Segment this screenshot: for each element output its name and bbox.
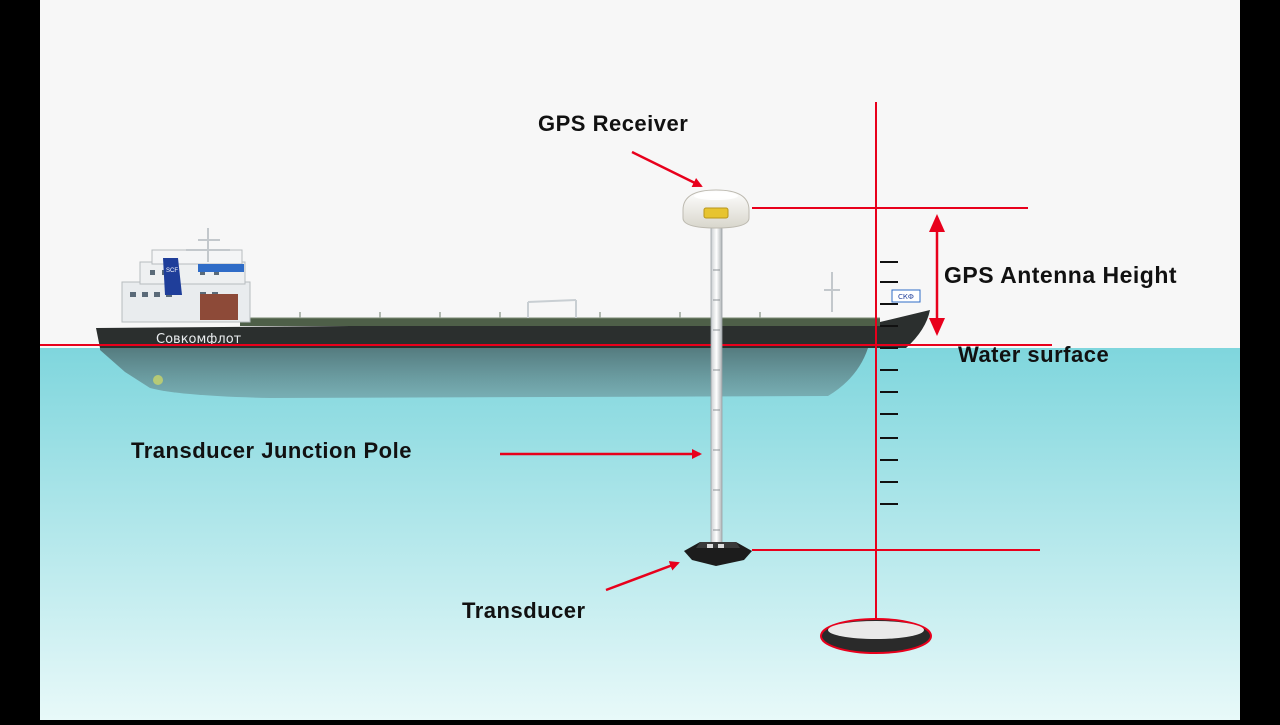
ship-deck xyxy=(240,318,880,326)
left-letterbox xyxy=(0,0,40,720)
transducer-pole xyxy=(710,223,723,553)
ship-hull-name: Совкомфлот xyxy=(156,332,242,347)
guide-lines xyxy=(752,102,1040,622)
antenna-height-arrow xyxy=(929,214,945,336)
water-body xyxy=(40,348,1240,720)
funnel-badge: SCF xyxy=(166,268,178,274)
label-gps-antenna-height: GPS Antenna Height xyxy=(944,262,1178,288)
label-transducer: Transducer xyxy=(462,598,586,623)
right-letterbox xyxy=(1240,0,1280,720)
depth-scale xyxy=(880,261,898,505)
ship-funnel xyxy=(163,258,182,295)
transducer-pointer xyxy=(605,561,680,592)
ship-propeller xyxy=(153,375,163,385)
label-water-surface: Water surface xyxy=(958,342,1110,367)
label-gps-receiver: GPS Receiver xyxy=(538,111,689,136)
seabed-target-icon xyxy=(820,618,932,654)
ship-underwater-hull xyxy=(100,348,868,398)
transducer-icon xyxy=(684,542,752,566)
bow-badge: СКФ xyxy=(898,293,914,301)
gps-receiver-pointer xyxy=(631,150,703,188)
label-transducer-pole: Transducer Junction Pole xyxy=(131,438,412,463)
gps-receiver-icon xyxy=(682,189,750,229)
bow-badge-box xyxy=(891,289,921,303)
